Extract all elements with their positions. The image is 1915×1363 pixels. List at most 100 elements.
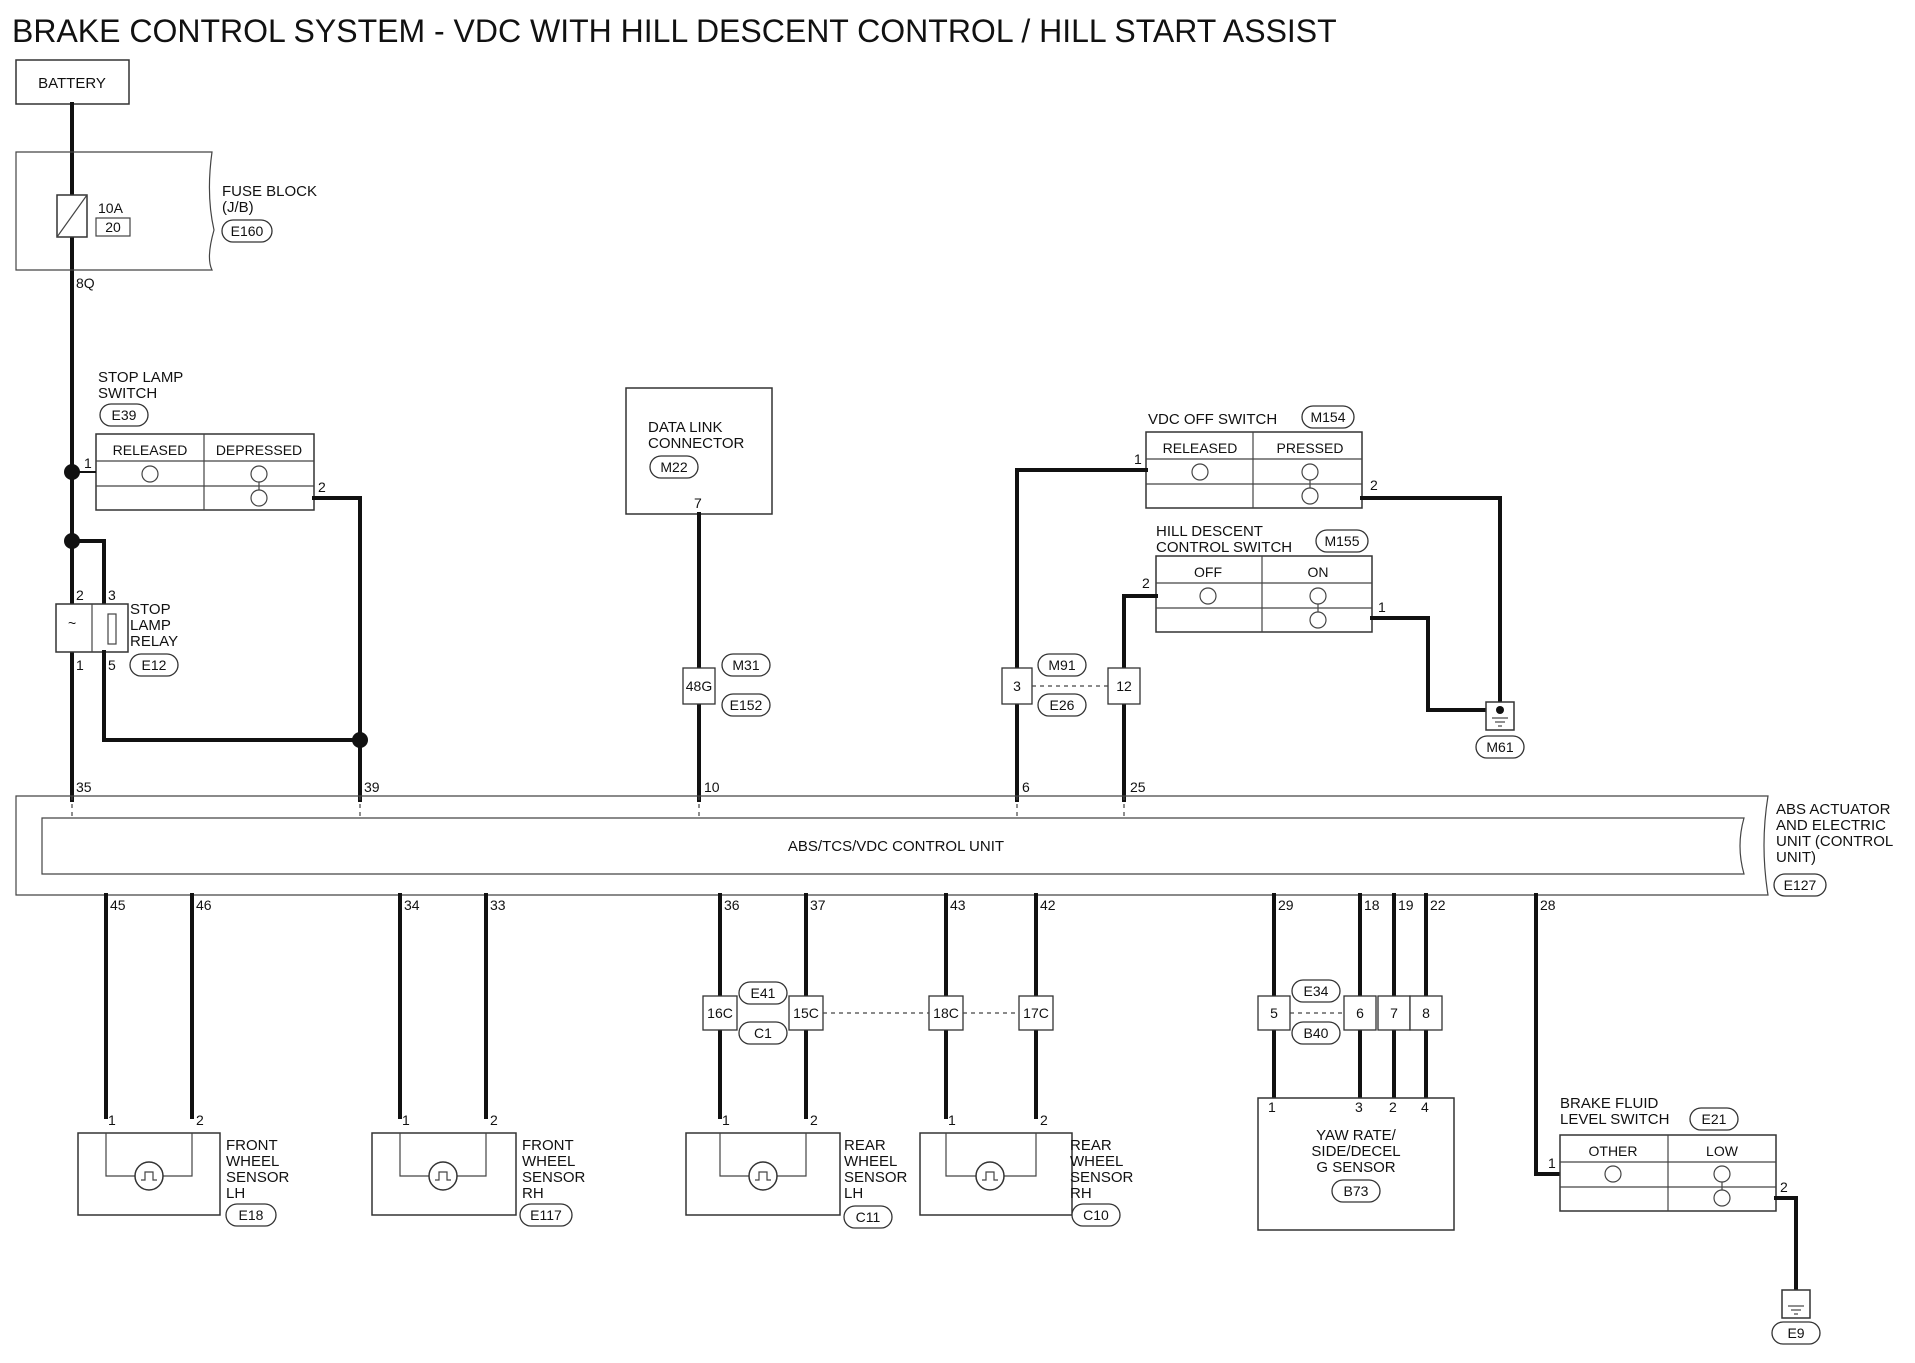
yaw-pin: 4: [1421, 1099, 1429, 1115]
diagram-title: BRAKE CONTROL SYSTEM - VDC WITH HILL DES…: [12, 13, 1337, 49]
joint-m91-top: M91: [1048, 657, 1075, 673]
sensor-name-4: RH: [1070, 1185, 1092, 1202]
joint-m91-pin-left: 3: [1013, 678, 1021, 694]
sensor-name-3: SENSOR: [522, 1169, 586, 1186]
data-link-connector: DATA LINK CONNECTOR M22 7: [625, 387, 773, 515]
sensor-connector: E117: [530, 1207, 562, 1223]
relay-pin-1: 1: [76, 657, 84, 673]
hdc-pin-2: 2: [1142, 575, 1150, 591]
sensor-pin-1: 1: [722, 1112, 730, 1128]
fuse-block-connector: E160: [231, 223, 264, 239]
ground-m61: M61: [1475, 701, 1525, 759]
sensor-name-3: SENSOR: [226, 1169, 290, 1186]
joint-e34-pin: 6: [1356, 1005, 1364, 1021]
fuse-block-out-pin: 8Q: [76, 275, 95, 291]
cu-bottom-pin: 46: [196, 897, 212, 913]
cu-bottom-pin: 36: [724, 897, 740, 913]
rear-wheel-sensor-rh: 1 2 REAR WHEEL SENSOR RH C10: [919, 1112, 1134, 1227]
bfl-low-label: LOW: [1706, 1143, 1739, 1159]
stop-lamp-depressed-label: DEPRESSED: [216, 442, 302, 458]
yaw-rate-sensor: 1 3 2 4 YAW RATE/ SIDE/DECEL G SENSOR B7…: [1257, 1097, 1455, 1231]
cu-bottom-pin: 18: [1364, 897, 1380, 913]
sensor-pin-2: 2: [490, 1112, 498, 1128]
sensor-connector: E18: [239, 1207, 264, 1223]
yaw-pin: 1: [1268, 1099, 1276, 1115]
stop-lamp-pin-2: 2: [318, 479, 326, 495]
sensor-name-1: REAR: [844, 1137, 886, 1154]
dlc-pin: 7: [694, 495, 702, 511]
cu-bottom-pin: 19: [1398, 897, 1414, 913]
stop-lamp-switch: STOP LAMP SWITCH E39 RELEASED DEPRESSED …: [84, 369, 326, 511]
control-unit-name-2: AND ELECTRIC: [1776, 817, 1886, 834]
bfl-name-1: BRAKE FLUID: [1560, 1095, 1659, 1112]
sensor-pin-2: 2: [810, 1112, 818, 1128]
stop-lamp-switch-connector: E39: [112, 407, 137, 423]
yaw-name-1: YAW RATE/: [1316, 1127, 1397, 1144]
relay-pin-2: 2: [76, 587, 84, 603]
yaw-name-3: G SENSOR: [1316, 1159, 1395, 1176]
battery-label: BATTERY: [38, 75, 106, 92]
stop-lamp-pin-1: 1: [84, 455, 92, 471]
vdc-released-label: RELEASED: [1163, 440, 1238, 456]
sensor-name-4: LH: [226, 1185, 245, 1202]
sensor-name-3: SENSOR: [844, 1169, 908, 1186]
sensor-name-4: RH: [522, 1185, 544, 1202]
hill-descent-switch: HILL DESCENT CONTROL SWITCH M155 OFF ON …: [1142, 523, 1386, 633]
sensor-name-3: SENSOR: [1070, 1169, 1134, 1186]
joint-m31-top: M31: [732, 657, 759, 673]
sensor-name-2: WHEEL: [522, 1153, 575, 1170]
relay-connector: E12: [142, 657, 167, 673]
cu-bottom-pin: 42: [1040, 897, 1056, 913]
cu-bottom-pin: 34: [404, 897, 420, 913]
control-unit-name-1: ABS ACTUATOR: [1776, 801, 1891, 818]
front-wheel-sensor-lh: 1 2 FRONT WHEEL SENSOR LH E18: [77, 1112, 290, 1227]
cu-top-pin: 6: [1022, 779, 1030, 795]
joint-e41-pin: 16C: [707, 1005, 733, 1021]
control-unit-inner-label: ABS/TCS/VDC CONTROL UNIT: [788, 838, 1004, 855]
cu-bottom-pin: 37: [810, 897, 826, 913]
vdc-off-switch: VDC OFF SWITCH M154 RELEASED PRESSED 1 2: [1134, 405, 1378, 509]
stop-lamp-switch-name-2: SWITCH: [98, 385, 157, 402]
cu-bottom-pin: 45: [110, 897, 126, 913]
ground-e9-label: E9: [1787, 1325, 1804, 1341]
sensor-name-1: FRONT: [522, 1137, 574, 1154]
fuse-rating: 10A: [98, 200, 124, 216]
vdc-pin-1: 1: [1134, 451, 1142, 467]
joint-m91: 3 12 M91 E26: [1001, 653, 1141, 717]
cu-top-pin: 25: [1130, 779, 1146, 795]
stop-lamp-switch-name-1: STOP LAMP: [98, 369, 183, 386]
joint-m31-bottom: E152: [730, 697, 763, 713]
sensor-name-2: WHEEL: [1070, 1153, 1123, 1170]
battery: BATTERY: [15, 59, 130, 105]
bfl-pin-1: 1: [1548, 1155, 1556, 1171]
hdc-name-2: CONTROL SWITCH: [1156, 539, 1292, 556]
joint-e41-pin: 17C: [1023, 1005, 1049, 1021]
sensor-name-2: WHEEL: [844, 1153, 897, 1170]
fuse-block-name-2: (J/B): [222, 199, 254, 216]
joint-e34: 5 6 7 8 E34 B40: [1257, 979, 1443, 1045]
cu-top-pin: 39: [364, 779, 380, 795]
relay-name-3: RELAY: [130, 633, 178, 650]
sensor-pin-1: 1: [948, 1112, 956, 1128]
ground-m61-label: M61: [1486, 739, 1513, 755]
vdc-pin-2: 2: [1370, 477, 1378, 493]
relay-coil-icon: ~: [68, 615, 76, 631]
relay-pin-3: 3: [108, 587, 116, 603]
sensor-connector: C10: [1083, 1207, 1109, 1223]
joint-e34-pin: 7: [1390, 1005, 1398, 1021]
brake-fluid-level-switch: BRAKE FLUID LEVEL SWITCH E21 OTHER LOW 1…: [1548, 1095, 1788, 1212]
joint-m91-bottom: E26: [1050, 697, 1075, 713]
yaw-name-2: SIDE/DECEL: [1311, 1143, 1400, 1160]
stop-lamp-relay: ~ 2 3 1 5 STOP LAMP RELAY E12: [55, 533, 179, 677]
sensor-pin-1: 1: [108, 1112, 116, 1128]
fuse-block: 10A 20 FUSE BLOCK (J/B) E160 8Q: [15, 151, 317, 291]
ground-e9: E9: [1771, 1289, 1821, 1345]
sensor-pin-2: 2: [1040, 1112, 1048, 1128]
vdc-off-switch-connector: M154: [1310, 409, 1345, 425]
cu-bottom-pin: 43: [950, 897, 966, 913]
dlc-name-2: CONNECTOR: [648, 435, 745, 452]
cu-bottom-pin: 22: [1430, 897, 1446, 913]
control-unit-connector: E127: [1784, 877, 1817, 893]
hdc-connector: M155: [1324, 533, 1359, 549]
joint-e41-pin: 18C: [933, 1005, 959, 1021]
